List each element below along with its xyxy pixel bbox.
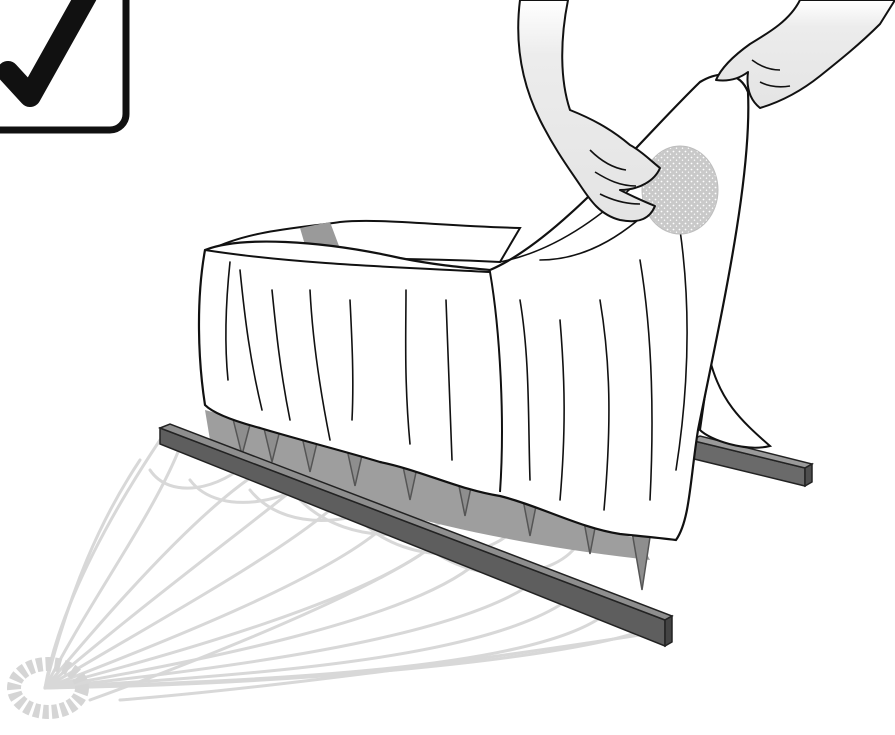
checkmark-icon: [0, 0, 126, 130]
sponge-icon: [642, 146, 718, 234]
